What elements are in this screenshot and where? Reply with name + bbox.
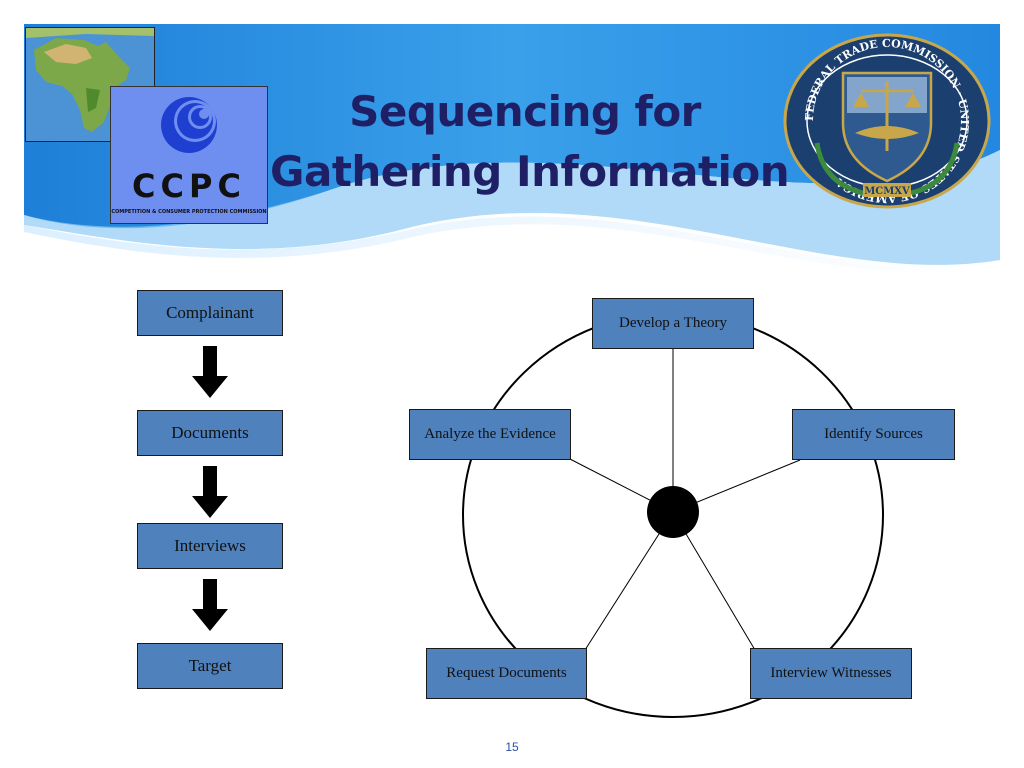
wheel-develop-theory: Develop a Theory: [592, 298, 754, 349]
flow-step-complainant: Complainant: [137, 290, 283, 336]
wheel-hub: [647, 486, 699, 538]
flow-step-documents: Documents: [137, 410, 283, 456]
wheel-interview-witnesses: Interview Witnesses: [750, 648, 912, 699]
ccpc-logo: CCPC COMPETITION & CONSUMER PROTECTION C…: [110, 86, 268, 224]
flow-step-target: Target: [137, 643, 283, 689]
down-arrow-icon: [192, 579, 228, 631]
spoke-request-documents: [584, 511, 674, 651]
wheel-request-documents: Request Documents: [426, 648, 587, 699]
slide-title: Sequencing for Gathering Information: [270, 82, 790, 202]
slide-title-line-2: Gathering Information: [270, 147, 790, 196]
flow-step-interviews: Interviews: [137, 523, 283, 569]
wheel-analyze-evidence: Analyze the Evidence: [409, 409, 571, 460]
ccpc-letters: CCPC: [132, 167, 246, 205]
spoke-interview-witnesses: [672, 511, 756, 651]
down-arrow-icon: [192, 466, 228, 518]
down-arrow-icon: [192, 346, 228, 398]
ccpc-swirl-icon: [161, 97, 217, 153]
ftc-seal-year: MCMXV: [864, 186, 910, 197]
ccpc-subtitle: COMPETITION & CONSUMER PROTECTION COMMIS…: [111, 209, 267, 215]
wheel-identify-sources: Identify Sources: [792, 409, 955, 460]
slide-title-line-1: Sequencing for: [349, 87, 701, 136]
header-background: [24, 24, 1000, 274]
ftc-seal-logo: FEDERAL TRADE COMMISSION · UNITED STATES…: [783, 33, 991, 209]
page-number: 15: [505, 740, 519, 754]
